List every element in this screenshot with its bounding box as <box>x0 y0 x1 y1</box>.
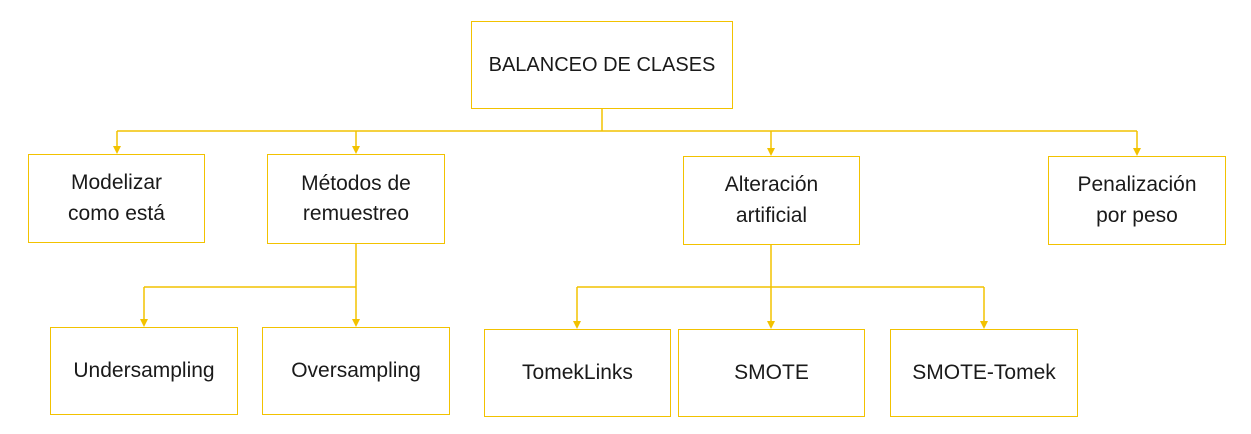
node-modelizar-como-esta: Modelizar como está <box>28 154 205 243</box>
node-metodos-de-remuestreo: Métodos de remuestreo <box>267 154 445 244</box>
arrow-to-remuestreo <box>352 146 360 154</box>
node-penalizacion-por-peso: Penalización por peso <box>1048 156 1226 245</box>
arrow-to-alteracion <box>767 148 775 156</box>
arrow-to-modelizar <box>113 146 121 154</box>
arrow-to-undersampling <box>140 319 148 327</box>
node-tomeklinks: TomekLinks <box>484 329 671 417</box>
node-oversampling: Oversampling <box>262 327 450 415</box>
arrow-to-smote <box>767 321 775 329</box>
node-alteracion-artificial: Alteración artificial <box>683 156 860 245</box>
node-undersampling: Undersampling <box>50 327 238 415</box>
arrow-to-smote-tomek <box>980 321 988 329</box>
arrow-to-penalizacion <box>1133 148 1141 156</box>
node-smote-tomek: SMOTE-Tomek <box>890 329 1078 417</box>
node-smote: SMOTE <box>678 329 865 417</box>
arrow-to-oversampling <box>352 319 360 327</box>
arrow-to-tomeklinks <box>573 321 581 329</box>
node-balanceo-de-clases: BALANCEO DE CLASES <box>471 21 733 109</box>
